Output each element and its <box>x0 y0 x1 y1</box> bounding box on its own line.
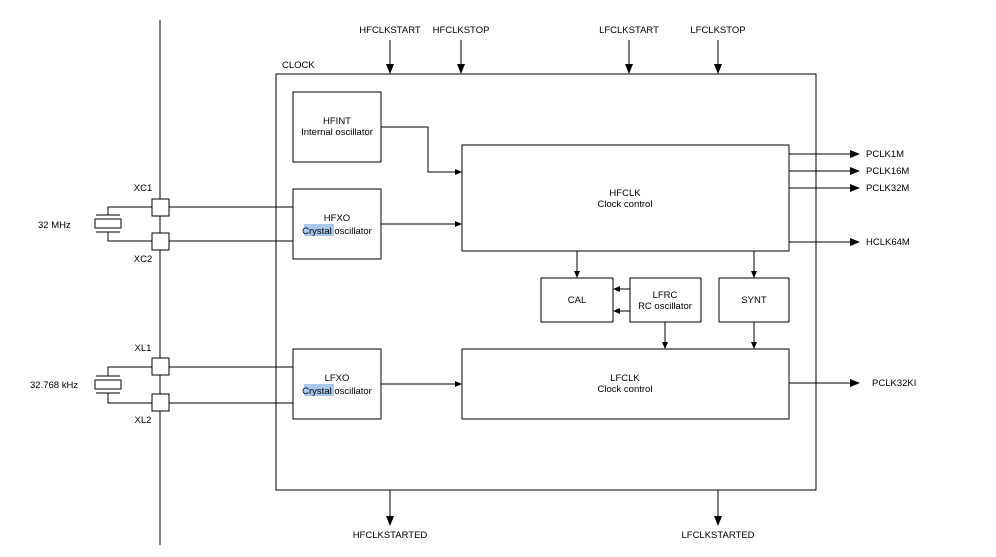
hf-crystal-label: 32 MHz <box>38 220 71 231</box>
lfclkstart-label: LFCLKSTART <box>599 25 659 36</box>
hfxo-subtitle: Crystal oscillator <box>302 226 372 237</box>
pclk16m-arrowhead <box>850 167 860 175</box>
xl2-pad <box>151 393 170 412</box>
hf-crystal-wire-bottom <box>107 232 152 242</box>
hfint-to-hfclk-arrowhead <box>455 169 462 175</box>
lf-crystal-wire-bottom <box>107 393 152 404</box>
xc2-pad <box>151 232 170 251</box>
pclk32ki-arrowhead <box>850 379 860 387</box>
lf-crystal-icon <box>94 379 122 390</box>
lf-crystal-label: 32.768 kHz <box>30 380 78 391</box>
xc1-pad <box>151 198 170 217</box>
hfclkstarted-arrowhead <box>386 516 394 526</box>
cal-block <box>540 277 614 323</box>
hfxo-title: HFXO <box>324 213 350 224</box>
hfclk-subtitle: Clock control <box>598 199 653 210</box>
xl1-label: XL1 <box>135 343 152 354</box>
lfxo-subtitle: Crystal oscillator <box>302 386 372 397</box>
lfrc-to-cal-arrowhead-bottom <box>613 308 620 314</box>
lfxo-title: LFXO <box>325 373 350 384</box>
hfclk-title: HFCLK <box>609 188 641 199</box>
hf-crystal-icon <box>94 218 122 229</box>
hclk64m-arrowhead <box>850 238 860 246</box>
hfclkstop-label: HFCLKSTOP <box>433 25 490 36</box>
pclk1m-arrowhead <box>850 150 860 158</box>
synt-block <box>718 277 790 323</box>
xc2-label: XC2 <box>134 254 152 265</box>
lfclkstarted-label: LFCLKSTARTED <box>681 530 754 541</box>
lfclkstop-arrowhead <box>714 64 722 74</box>
hf-crystal-wire <box>107 206 152 215</box>
pclk16m-label: PCLK16M <box>866 166 909 177</box>
hfclk-block <box>461 144 790 252</box>
lfrc-to-lfclk-arrowhead <box>662 342 668 349</box>
lfrc-subtitle: RC oscillator <box>638 301 692 312</box>
hfclk-to-synt-arrowhead <box>751 271 757 278</box>
synt-to-lfclk-arrowhead <box>751 342 757 349</box>
clock-label: CLOCK <box>282 60 315 71</box>
cal-title: CAL <box>568 295 586 306</box>
hfclkstarted-label: HFCLKSTARTED <box>353 530 428 541</box>
lfclkstarted-arrowhead <box>714 516 722 526</box>
hfclk-to-cal-arrowhead <box>574 271 580 278</box>
hfint-title: HFINT <box>323 116 351 127</box>
synt-title: SYNT <box>741 295 767 306</box>
xl1-pad <box>151 357 170 376</box>
hfclkstart-arrowhead <box>386 64 394 74</box>
hfxo-highlight <box>304 224 334 236</box>
lf-crystal-wire <box>107 366 152 376</box>
lfclk-title: LFCLK <box>610 373 640 384</box>
lfrc-title: LFRC <box>653 290 678 301</box>
lfxo-to-lfclk-arrowhead <box>455 381 462 387</box>
lfclkstop-label: LFCLKSTOP <box>690 25 745 36</box>
hfint-subtitle: Internal oscillator <box>301 127 373 138</box>
lfrc-to-cal-arrowhead-top <box>613 286 620 292</box>
hfint-block <box>292 91 382 163</box>
hfxo-to-hfclk-arrowhead <box>455 221 462 227</box>
lfxo-highlight <box>304 384 334 396</box>
lfclk-block <box>461 348 790 420</box>
hfclkstop-arrowhead <box>457 64 465 74</box>
pclk32m-label: PCLK32M <box>866 183 909 194</box>
pclk32m-arrowhead <box>850 184 860 192</box>
xl2-label: XL2 <box>135 415 152 426</box>
pclk32ki-label: PCLK32KI <box>872 378 916 389</box>
hfclkstart-label: HFCLKSTART <box>359 25 421 36</box>
hclk64m-label: HCLK64M <box>866 237 910 248</box>
lfclkstart-arrowhead <box>625 64 633 74</box>
lfclk-subtitle: Clock control <box>598 384 653 395</box>
pclk1m-label: PCLK1M <box>866 149 904 160</box>
hfint-to-hfclk-wire <box>381 126 455 173</box>
xc1-label: XC1 <box>134 183 152 194</box>
